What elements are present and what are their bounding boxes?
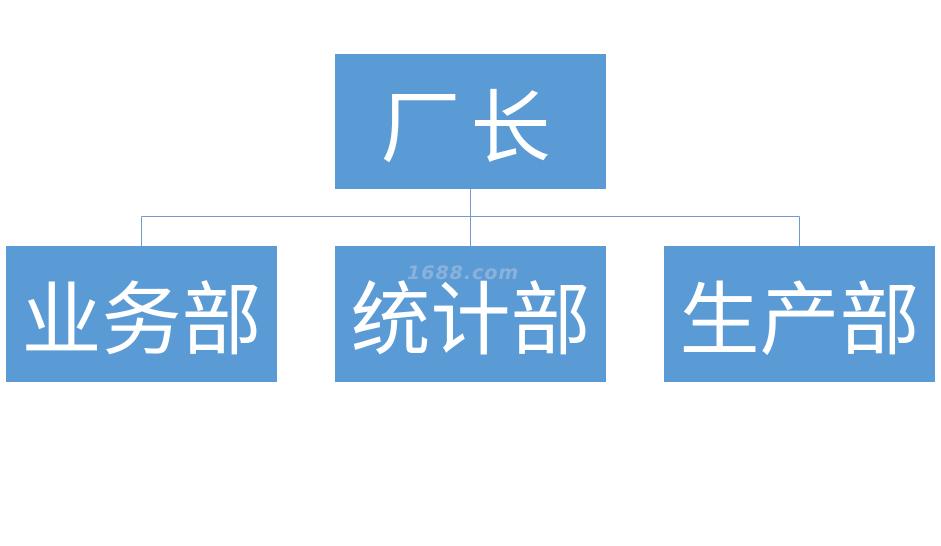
root-node-factory-director[interactable]: 厂长 bbox=[335, 54, 606, 189]
child-node-production-dept[interactable]: 生产部 bbox=[664, 246, 935, 382]
watermark-text: 1688.com bbox=[407, 262, 520, 284]
root-node-label: 厂长 bbox=[380, 81, 561, 175]
child-node-label: 业务部 bbox=[21, 274, 262, 367]
child-node-label: 生产部 bbox=[679, 274, 920, 367]
child-node-statistics-dept[interactable]: 统计部 bbox=[335, 246, 606, 382]
child-node-label: 统计部 bbox=[350, 274, 591, 367]
child-node-business-dept[interactable]: 业务部 bbox=[6, 246, 277, 382]
